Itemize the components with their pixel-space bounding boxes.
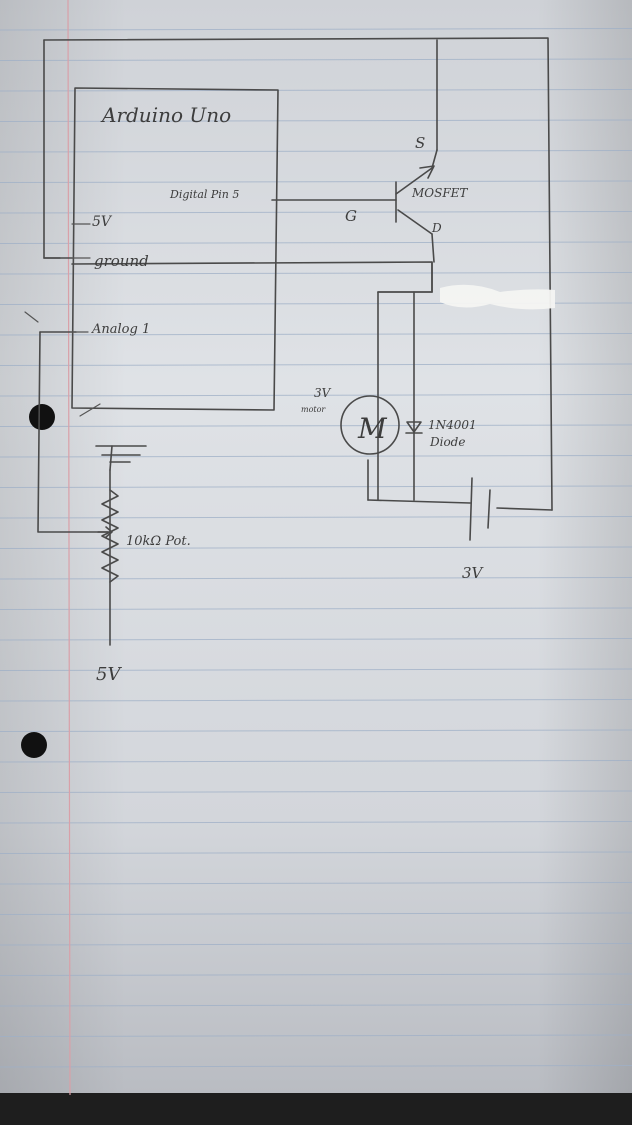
label-diode-word: Diode	[429, 435, 465, 449]
label-board-5v: 5V	[92, 214, 113, 230]
ruled-line	[0, 180, 632, 183]
correction-mark	[440, 284, 555, 310]
ruled-line	[0, 485, 632, 488]
ruled-line	[0, 577, 632, 580]
ruled-line	[0, 821, 632, 824]
ruled-line	[0, 241, 632, 244]
ruled-line	[0, 394, 632, 397]
ruled-line	[0, 272, 632, 275]
motor-letter: M	[357, 412, 388, 445]
label-potentiometer: 10kΩ Pot.	[126, 534, 191, 549]
ruled-line	[0, 607, 632, 610]
label-diode-part: 1N4001	[428, 418, 477, 432]
ruled-line	[0, 729, 632, 732]
ruled-line	[0, 424, 632, 427]
board-title: Arduino Uno	[100, 103, 231, 127]
ruled-line	[0, 150, 632, 153]
ruled-lines	[0, 28, 632, 1068]
ruled-line	[0, 699, 632, 702]
ruled-line	[0, 89, 632, 92]
potentiometer-wiper-arrow	[97, 526, 113, 538]
ruled-line	[0, 882, 632, 885]
mosfet-symbol	[395, 149, 438, 263]
label-motor-voltage: 3V	[314, 386, 332, 400]
label-drain: D	[431, 221, 442, 235]
ground-symbol	[95, 445, 147, 471]
circuit-wiring	[37, 37, 553, 646]
label-pot-supply: 5V	[96, 664, 122, 685]
ruled-line	[0, 455, 632, 458]
ruled-line	[0, 912, 632, 915]
battery-symbol	[469, 477, 491, 541]
desk-edge	[0, 1093, 632, 1125]
arduino-board	[71, 87, 279, 411]
potentiometer-resistor	[101, 489, 119, 583]
diode-symbol	[405, 421, 423, 434]
label-gate: G	[345, 207, 357, 225]
label-battery-voltage: 3V	[462, 564, 485, 582]
ruled-line	[0, 119, 632, 122]
label-source: S	[415, 134, 425, 152]
margin-line	[67, 0, 71, 1096]
motor-symbol	[340, 395, 400, 455]
ruled-line	[0, 668, 632, 671]
ruled-line	[0, 546, 632, 549]
label-digital-pin-5: Digital Pin 5	[169, 188, 239, 201]
label-analog-1: Analog 1	[91, 322, 150, 337]
ruled-line	[0, 58, 632, 61]
ruled-line	[0, 790, 632, 793]
label-ground: ground	[94, 252, 149, 270]
ruled-line	[0, 28, 632, 31]
ruled-line	[0, 760, 632, 763]
ruled-line	[0, 973, 632, 976]
ruled-line	[0, 1034, 632, 1037]
ruled-line	[0, 851, 632, 854]
ruled-line	[0, 363, 632, 366]
ruled-line	[0, 638, 632, 641]
ruled-line	[0, 1004, 632, 1007]
ruled-line	[0, 333, 632, 336]
label-motor-word: motor	[301, 405, 326, 414]
ruled-line	[0, 211, 632, 214]
ruled-line	[0, 943, 632, 946]
binder-hole-1	[29, 404, 55, 430]
binder-hole-2	[21, 732, 47, 758]
label-mosfet: MOSFET	[411, 186, 468, 200]
ruled-line	[0, 1065, 632, 1068]
